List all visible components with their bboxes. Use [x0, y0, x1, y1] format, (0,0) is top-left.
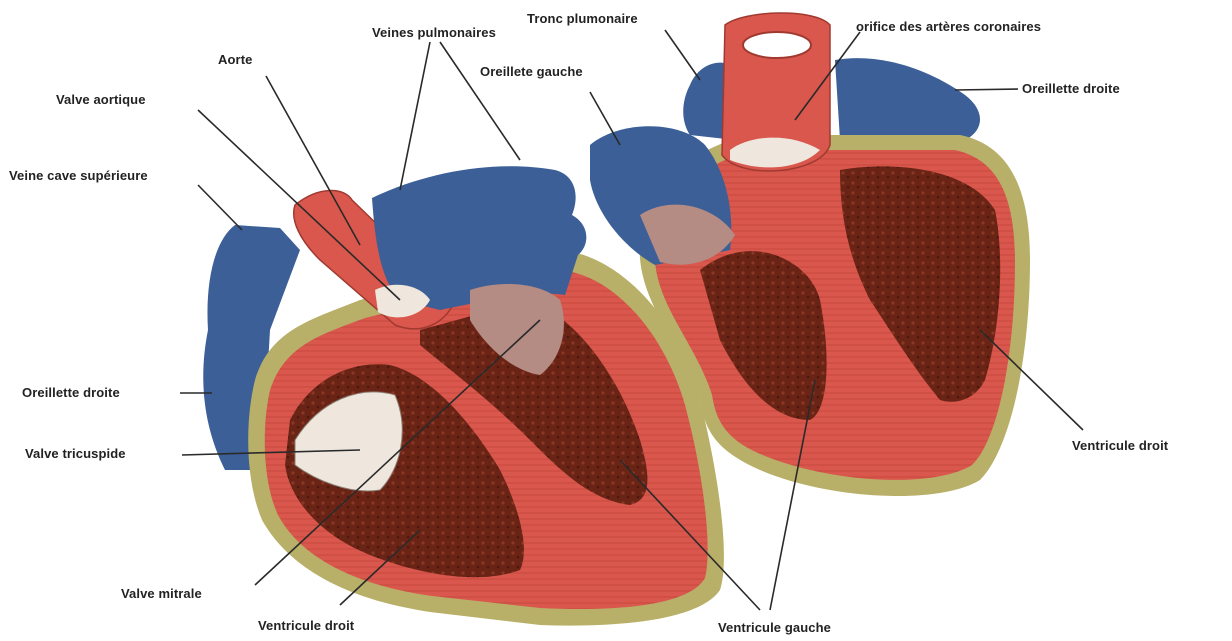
label-ventricule-droit-bottom: Ventricule droit: [258, 618, 354, 633]
label-oreillete-gauche: Oreillete gauche: [480, 64, 583, 79]
label-orifice-arteres-coronaires: orifice des artères coronaires: [856, 19, 1041, 34]
pulmonary-orifice: [743, 32, 811, 58]
label-aorte: Aorte: [218, 52, 252, 67]
leader-veines-pulmonaires-a: [400, 42, 430, 190]
label-tronc-plumonaire: Tronc plumonaire: [527, 11, 638, 26]
label-veines-pulmonaires: Veines pulmonaires: [372, 25, 496, 40]
leader-veines-pulmonaires-b: [440, 42, 520, 160]
leader-veine-cave: [198, 185, 242, 230]
right-atrium-right-shape: [835, 58, 980, 140]
label-oreillette-droite-left: Oreillette droite: [22, 385, 120, 400]
label-valve-mitrale: Valve mitrale: [121, 586, 202, 601]
label-oreillette-droite-right: Oreillette droite: [1022, 81, 1120, 96]
leader-tronc-plumonaire: [665, 30, 700, 80]
label-valve-tricuspide: Valve tricuspide: [25, 446, 126, 461]
leader-oreillette-droite-right: [955, 89, 1018, 90]
label-veine-cave-superieure: Veine cave supérieure: [9, 168, 148, 183]
label-valve-aortique: Valve aortique: [56, 92, 146, 107]
label-ventricule-gauche: Ventricule gauche: [718, 620, 831, 635]
label-ventricule-droit-right: Ventricule droit: [1072, 438, 1168, 453]
